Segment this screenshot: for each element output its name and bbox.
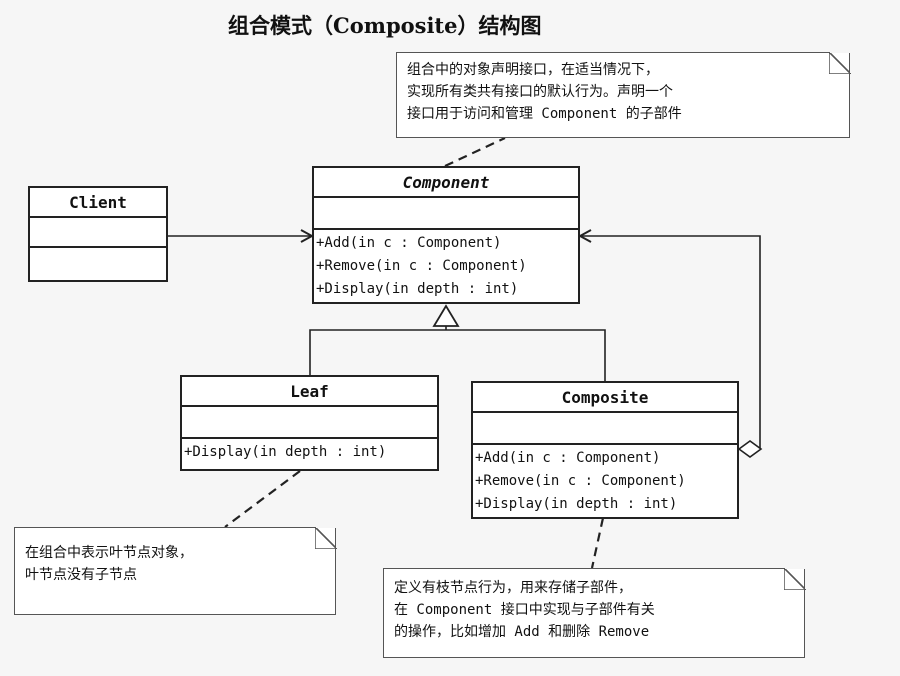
operation: +Add(in c : Component) bbox=[475, 450, 661, 466]
note-line: 组合中的对象声明接口，在适当情况下， bbox=[407, 62, 659, 78]
aggregation-diamond bbox=[737, 440, 763, 458]
note-line: 的操作，比如增加 Add 和删除 Remove bbox=[394, 624, 650, 640]
class-attributes bbox=[473, 413, 737, 445]
class-operations: +Add(in c : Component) +Remove(in c : Co… bbox=[473, 445, 737, 518]
note-leaf: 在组合中表示叶节点对象， 叶节点没有子节点 bbox=[14, 526, 337, 615]
note-line: 实现所有类共有接口的默认行为。声明一个 bbox=[407, 84, 673, 100]
aggregation-line bbox=[580, 236, 761, 449]
class-leaf[interactable]: Leaf +Display(in depth : int) bbox=[180, 375, 439, 471]
note-anchor-leaf bbox=[224, 470, 301, 528]
class-client[interactable]: Client bbox=[28, 186, 168, 282]
inheritance-triangle bbox=[432, 304, 460, 327]
class-composite[interactable]: Composite +Add(in c : Component) +Remove… bbox=[471, 381, 739, 519]
diagram-title: 组合模式（Composite）结构图 bbox=[228, 13, 542, 38]
note-line: 叶节点没有子节点 bbox=[25, 567, 137, 583]
note-anchor-composite bbox=[590, 517, 605, 569]
operation: +Add(in c : Component) bbox=[316, 235, 502, 251]
note-line: 在 Component 接口中实现与子部件有关 bbox=[394, 602, 655, 618]
class-attributes bbox=[30, 218, 166, 248]
class-attributes bbox=[314, 198, 578, 230]
class-name: Leaf bbox=[182, 377, 437, 407]
note-line: 定义有枝节点行为，用来存储子部件， bbox=[394, 580, 632, 596]
operation: +Display(in depth : int) bbox=[316, 281, 519, 297]
note-composite: 定义有枝节点行为，用来存储子部件， 在 Component 接口中实现与子部件有… bbox=[383, 567, 806, 658]
note-fold-icon bbox=[783, 567, 806, 590]
operation: +Display(in depth : int) bbox=[184, 444, 387, 460]
note-component: 组合中的对象声明接口，在适当情况下， 实现所有类共有接口的默认行为。声明一个 接… bbox=[396, 51, 851, 138]
note-fold-icon bbox=[314, 526, 337, 549]
note-line: 接口用于访问和管理 Component 的子部件 bbox=[407, 106, 682, 122]
operation: +Remove(in c : Component) bbox=[475, 473, 686, 489]
note-fold-icon bbox=[828, 51, 851, 74]
inheritance-line bbox=[309, 329, 606, 382]
note-anchor-component bbox=[444, 137, 506, 167]
class-operations: +Add(in c : Component) +Remove(in c : Co… bbox=[314, 230, 578, 303]
operation: +Remove(in c : Component) bbox=[316, 258, 527, 274]
class-name: Client bbox=[30, 188, 166, 218]
class-name: Component bbox=[314, 168, 578, 198]
class-operations bbox=[30, 248, 166, 278]
note-line: 在组合中表示叶节点对象， bbox=[25, 545, 193, 561]
class-component[interactable]: Component +Add(in c : Component) +Remove… bbox=[312, 166, 580, 304]
operation: +Display(in depth : int) bbox=[475, 496, 678, 512]
class-attributes bbox=[182, 407, 437, 439]
class-name: Composite bbox=[473, 383, 737, 413]
class-operations: +Display(in depth : int) bbox=[182, 439, 437, 466]
